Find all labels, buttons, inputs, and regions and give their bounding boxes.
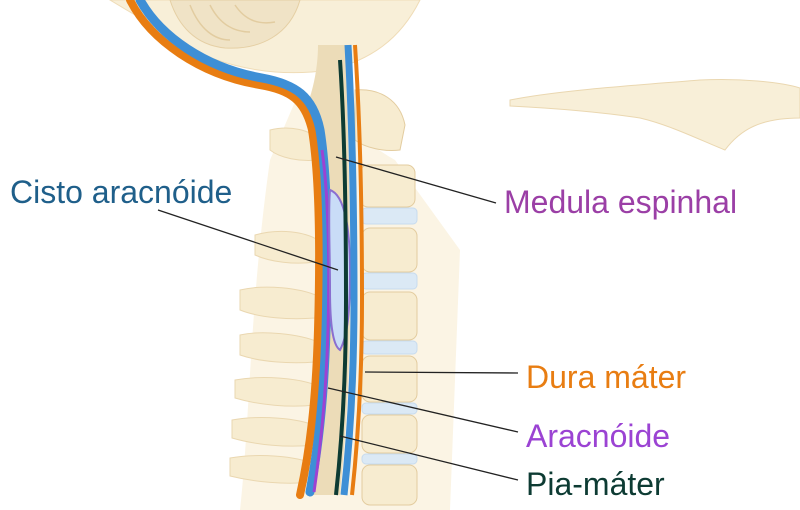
leader-pia xyxy=(339,435,519,481)
pia-layer xyxy=(334,59,349,496)
csf-layer xyxy=(135,0,332,497)
label-spinal-cord: Medula espinhal xyxy=(504,184,738,220)
cerebellum-folds xyxy=(189,4,276,41)
mandible-bone xyxy=(509,78,800,151)
cerebellum-texture xyxy=(169,0,301,49)
leader-cyst xyxy=(157,209,339,271)
spinous-processes xyxy=(229,127,321,484)
label-arachnoid: Aracnóide xyxy=(526,418,671,454)
arachnoid-layer-left xyxy=(312,149,331,493)
dura-layer xyxy=(126,0,324,499)
dura-layer-right xyxy=(350,44,365,496)
leader-lines xyxy=(157,156,519,481)
leader-spinal-cord xyxy=(335,156,497,204)
leader-arachnoid xyxy=(327,387,519,433)
leader-dura xyxy=(364,371,519,374)
label-pia-mater: Pia-máter xyxy=(526,466,665,502)
label-arachnoid-cyst: Cisto aracnóide xyxy=(10,174,233,210)
label-dura-mater: Dura máter xyxy=(526,359,687,395)
